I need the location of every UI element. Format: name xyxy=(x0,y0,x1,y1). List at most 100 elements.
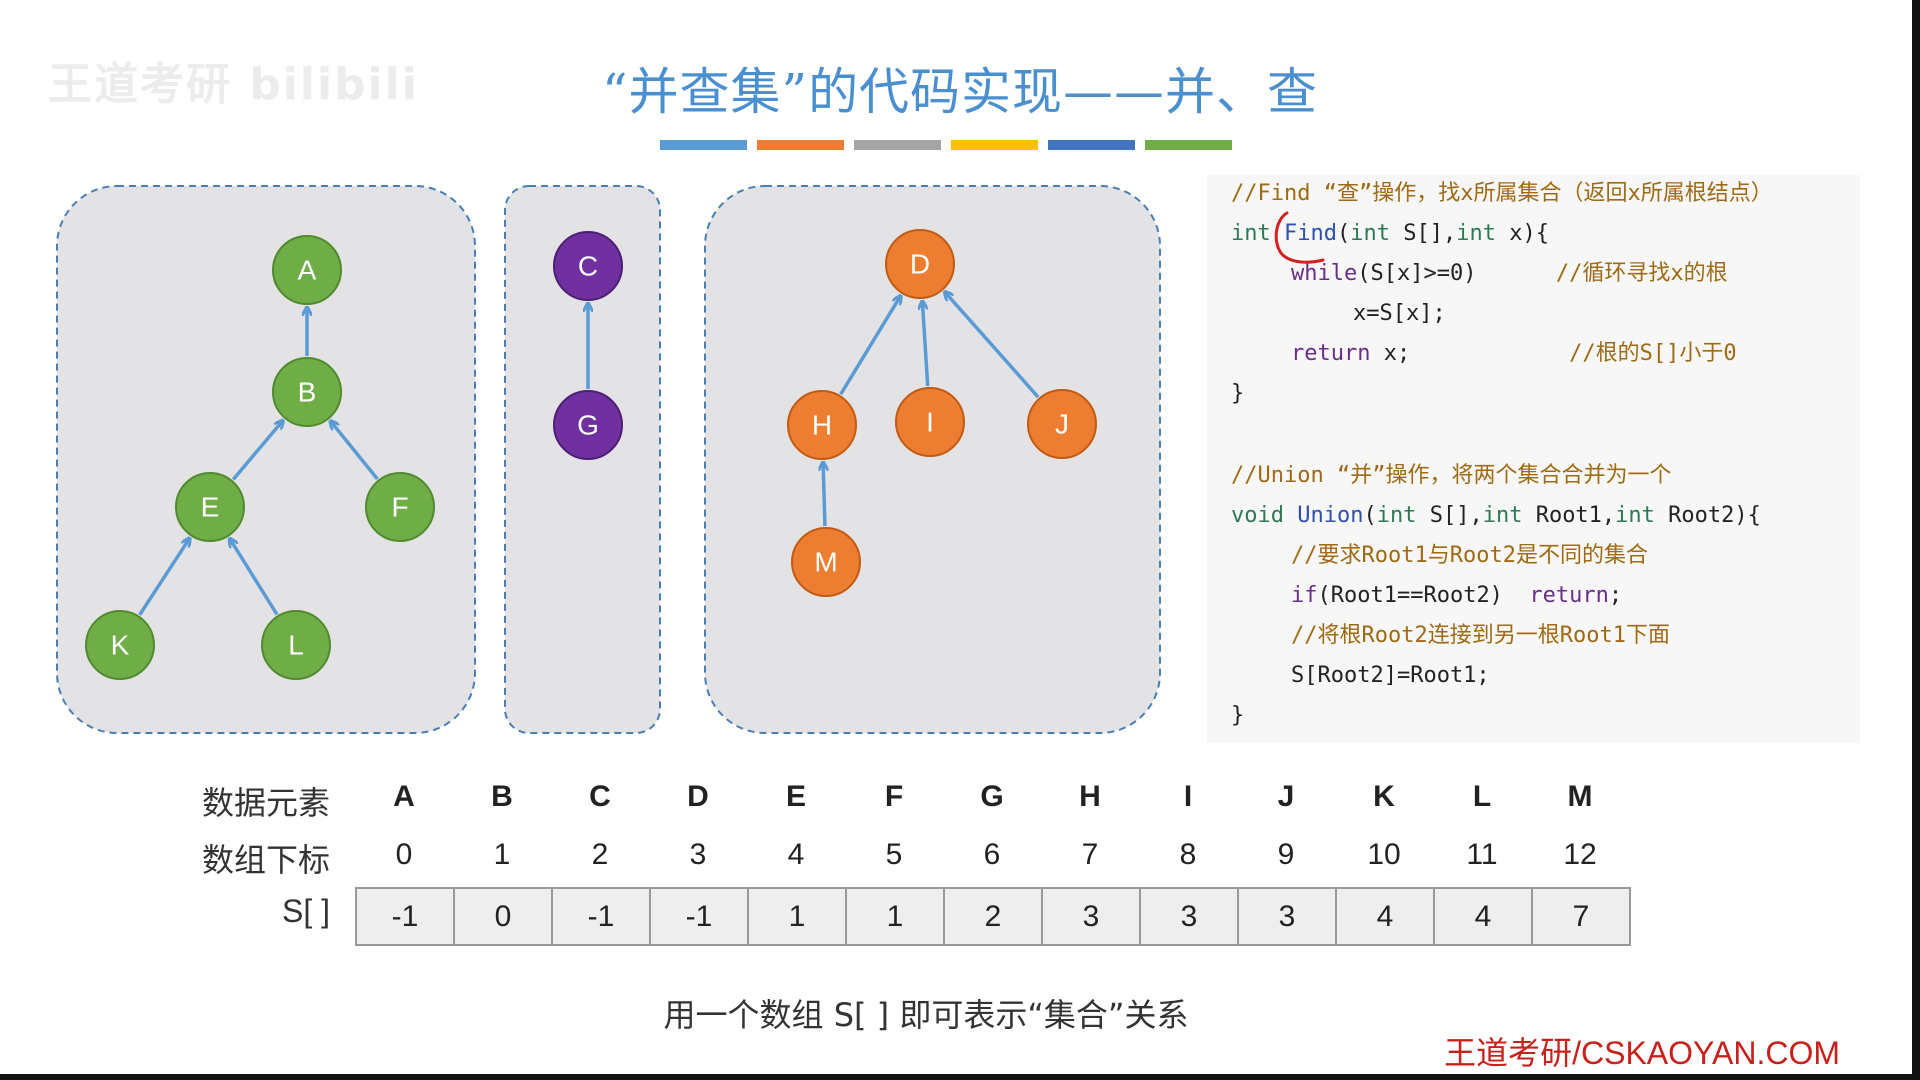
node-label: E xyxy=(201,492,220,523)
color-bar-segment xyxy=(1145,140,1232,150)
element-cell: K xyxy=(1373,780,1395,813)
page-title: “并查集”的代码实现——并、查 xyxy=(0,52,1920,124)
element-cell: B xyxy=(491,780,513,813)
color-bar-segment xyxy=(854,140,941,150)
node-label: K xyxy=(111,630,130,661)
node-circle xyxy=(272,357,342,427)
s-array-cell: -1 xyxy=(553,887,651,946)
edge-j-to-d xyxy=(945,292,1040,399)
union-comment: //Union “并”操作，将两个集合合并为一个 xyxy=(1231,463,1672,488)
code-token: (S[x]>=0) xyxy=(1357,261,1477,286)
kw-return: return xyxy=(1529,583,1609,608)
find-annotation-mark xyxy=(1274,211,1325,264)
edge-e-to-b xyxy=(231,421,282,481)
node-l: L xyxy=(261,610,331,680)
union-close: } xyxy=(1231,703,1245,728)
s-array-cell: 2 xyxy=(945,887,1043,946)
color-bar-segment xyxy=(757,140,844,150)
node-h: H xyxy=(787,390,857,460)
find-signature: int Find(int S[],int x){ xyxy=(1231,220,1549,248)
element-cell: E xyxy=(785,780,806,813)
element-cell: F xyxy=(884,780,904,813)
element-cell: L xyxy=(1472,780,1492,813)
index-cell: 8 xyxy=(1179,838,1197,871)
node-i: I xyxy=(895,387,965,457)
element-cell: C xyxy=(589,780,611,813)
caption: 用一个数组 S[ ] 即可表示“集合”关系 xyxy=(663,996,1189,1034)
node-label: F xyxy=(391,492,408,523)
node-circle xyxy=(365,472,435,542)
return-comment: //根的S[]小于0 xyxy=(1410,341,1737,366)
node-circle xyxy=(175,472,245,542)
element-cell: G xyxy=(980,780,1004,813)
code-token: Root1, xyxy=(1522,503,1616,528)
node-g: G xyxy=(553,390,623,460)
index-cell: 9 xyxy=(1277,838,1295,871)
node-f: F xyxy=(365,472,435,542)
code-panel: //Find “查”操作，找x所属集合（返回x所属根结点） int Find(i… xyxy=(1207,175,1860,743)
kw-int: int xyxy=(1350,221,1390,246)
kw-void: void xyxy=(1231,503,1284,528)
node-circle xyxy=(787,390,857,460)
node-circle xyxy=(885,229,955,299)
index-cell: 10 xyxy=(1367,838,1401,871)
element-cell: D xyxy=(687,780,709,813)
union-require-comment: //要求Root1与Root2是不同的集合 xyxy=(1291,543,1648,568)
watermark: 王道考研 bilibili xyxy=(48,59,419,110)
kw-if: if xyxy=(1291,583,1318,608)
kw-while: while xyxy=(1291,261,1358,286)
kw-int: int xyxy=(1376,503,1417,528)
element-cell: M xyxy=(1567,780,1593,813)
index-cell: 4 xyxy=(787,838,805,871)
index-cell: 0 xyxy=(395,838,413,871)
title-rest: 的代码实现——并、查 xyxy=(808,63,1319,121)
node-circle xyxy=(85,610,155,680)
row-label-elements: 数据元素 xyxy=(201,784,330,822)
find-while: while(S[x]>=0) //循环寻找x的根 xyxy=(1291,260,1728,288)
find-close: } xyxy=(1231,381,1245,406)
union-assign: S[Root2]=Root1; xyxy=(1291,663,1490,688)
kw-int: int xyxy=(1615,503,1655,528)
edge-i-to-d xyxy=(922,302,930,387)
s-array-cell: 4 xyxy=(1435,887,1533,946)
code-token: S[], xyxy=(1416,503,1483,528)
element-cell: A xyxy=(393,780,415,813)
node-circle xyxy=(553,390,623,460)
code-token xyxy=(1284,503,1297,528)
find-comment: //Find “查”操作，找x所属集合（返回x所属根结点） xyxy=(1231,181,1773,206)
node-m: M xyxy=(791,527,861,597)
s-array-cell: 3 xyxy=(1239,887,1337,946)
element-cell: H xyxy=(1079,780,1101,813)
kw-int: int xyxy=(1482,503,1523,528)
node-e: E xyxy=(175,472,245,542)
s-array-cell: 0 xyxy=(455,887,553,946)
find-assign: x=S[x]; xyxy=(1353,301,1446,326)
row-label-indices: 数组下标 xyxy=(201,841,330,879)
frame-border-bottom xyxy=(0,1074,1920,1080)
set-panel-3 xyxy=(704,185,1161,734)
kw-int: int xyxy=(1456,221,1496,246)
kw-return: return xyxy=(1291,341,1371,366)
node-circle xyxy=(1027,389,1097,459)
s-array-cell: 3 xyxy=(1141,887,1239,946)
index-cell: 12 xyxy=(1563,838,1597,871)
title-close-quote: ” xyxy=(781,63,809,121)
s-array-cell: 1 xyxy=(749,887,847,946)
row-label-s-array: S[ ] xyxy=(281,893,330,929)
color-bar-segment xyxy=(1048,140,1135,150)
index-cell: 7 xyxy=(1081,838,1099,871)
union-signature: void Union(int S[],int Root1,int Root2){ xyxy=(1231,502,1761,530)
index-cell: 11 xyxy=(1466,838,1498,871)
code-token: (Root1==Root2) xyxy=(1317,583,1530,608)
node-label: I xyxy=(926,407,934,438)
code-token: S[], xyxy=(1389,221,1457,246)
s-array-cell: 3 xyxy=(1043,887,1141,946)
code-token: x; xyxy=(1370,341,1411,366)
node-circle xyxy=(553,231,623,301)
node-circle xyxy=(261,610,331,680)
footer-brand: 王道考研/CSKAOYAN.COM xyxy=(1444,1035,1840,1071)
index-cell: 6 xyxy=(983,838,1001,871)
node-label: J xyxy=(1055,409,1069,440)
